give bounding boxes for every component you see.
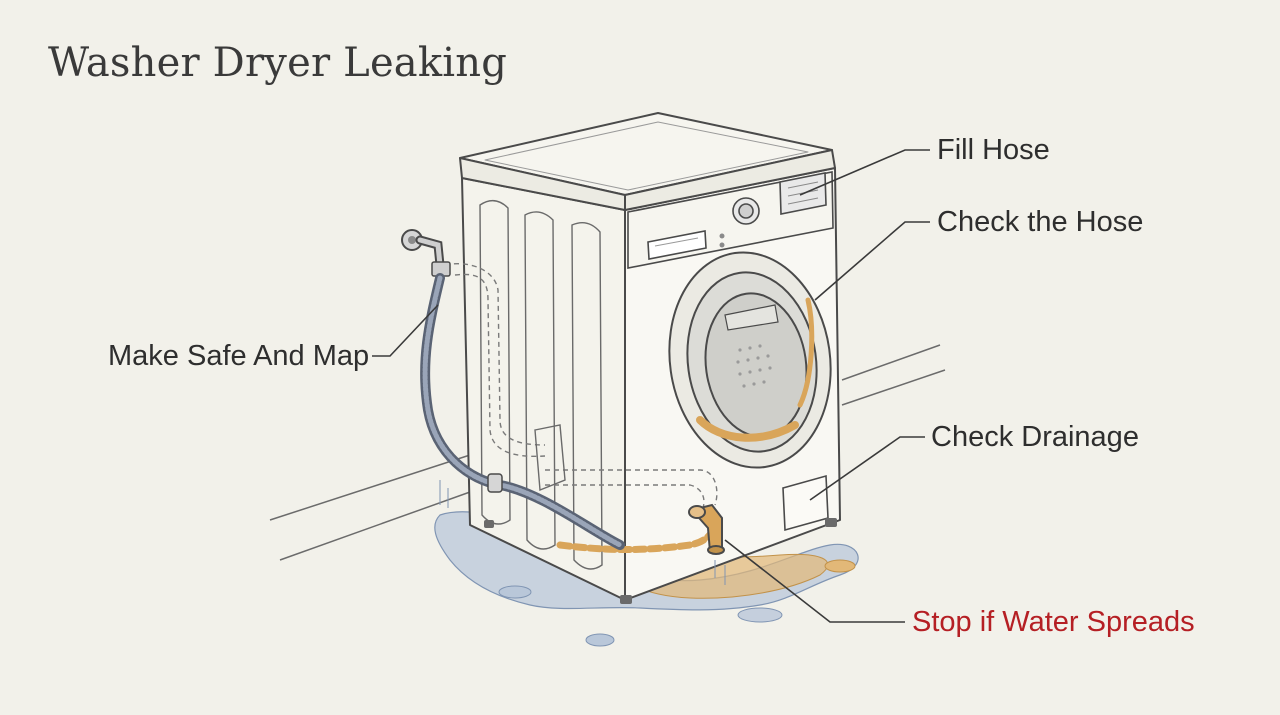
washer-feet <box>484 518 837 604</box>
leader-check-hose <box>814 221 930 301</box>
leader-stop-spread <box>724 539 905 623</box>
leader-check-drainage <box>809 436 925 501</box>
callout-make-safe: Make Safe And Map <box>108 340 370 372</box>
leader-fill-hose <box>799 149 930 196</box>
page-title: Washer Dryer Leaking <box>48 40 508 86</box>
leader-make-safe <box>372 304 439 357</box>
drain-pipe <box>688 503 725 555</box>
drip-marks <box>439 480 726 585</box>
fill-hose <box>401 229 625 550</box>
callout-stop-spread: Stop if Water Spreads <box>912 606 1195 638</box>
internal-hose-dashed <box>444 263 718 509</box>
washer-door <box>668 251 832 469</box>
floor-baseboard <box>269 344 946 561</box>
callout-fill-hose: Fill Hose <box>937 134 1050 166</box>
callout-check-drainage: Check Drainage <box>931 421 1139 453</box>
callout-check-hose: Check the Hose <box>937 206 1144 238</box>
callout-leaders <box>372 149 930 623</box>
